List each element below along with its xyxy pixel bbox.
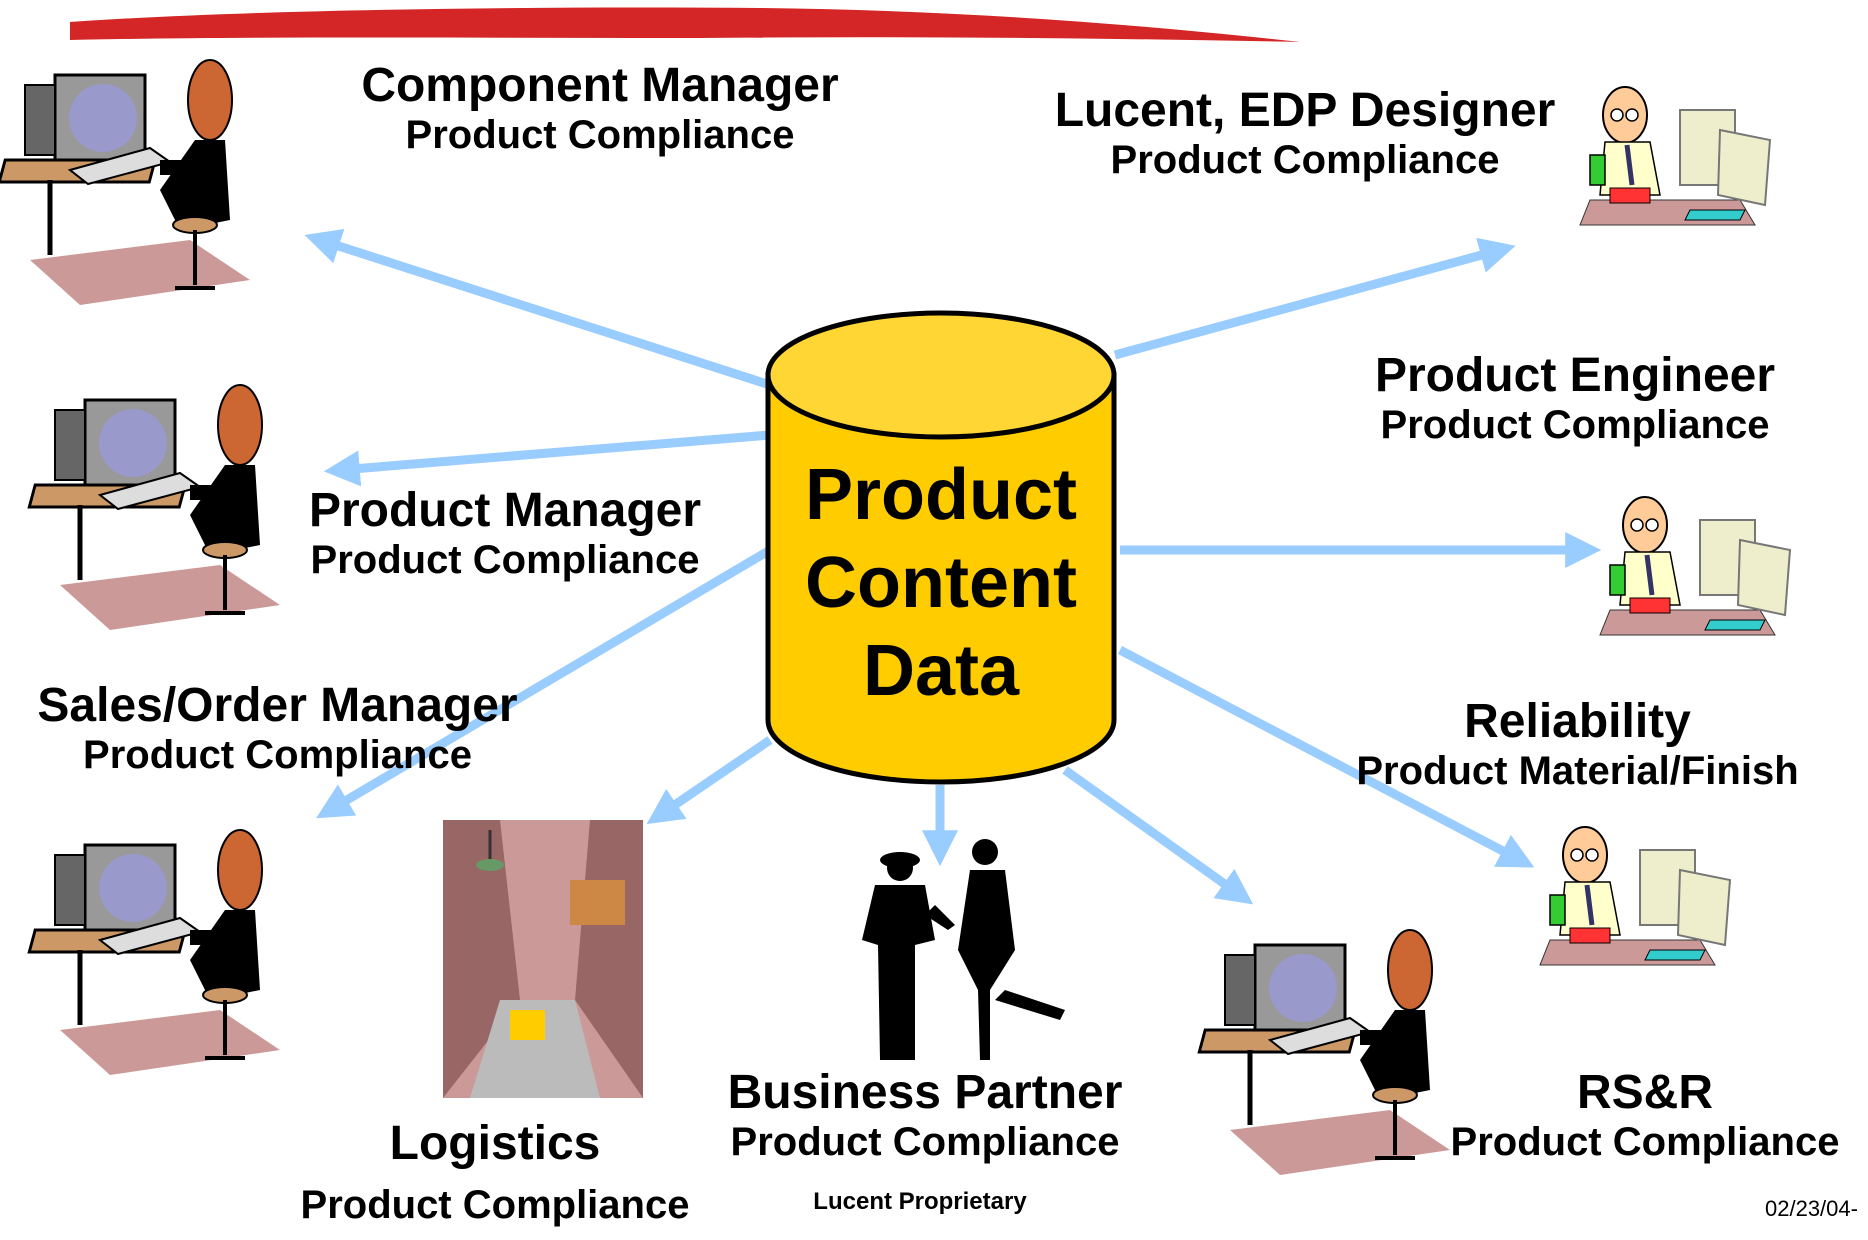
role-subtitle: Product Compliance <box>1110 137 1500 182</box>
role-component-manager: Component Manager Product Compliance <box>330 59 870 157</box>
handshake-icon <box>862 839 1065 1060</box>
center-line-3: Data <box>862 630 1020 711</box>
role-reliability: Reliability Product Material/Finish <box>1330 695 1825 793</box>
arrow-to-component-manager <box>304 228 772 390</box>
role-logistics: Logistics Product Compliance <box>285 1117 705 1227</box>
center-label: Product Content Data <box>770 452 1112 715</box>
worker-at-computer-icon <box>29 385 280 630</box>
worker-at-computer-icon <box>0 60 250 305</box>
role-title: Logistics <box>389 1117 601 1170</box>
role-title: Product Manager <box>308 484 702 537</box>
role-subtitle: Product Compliance <box>1380 402 1770 447</box>
arrow-to-rsr <box>1062 766 1254 905</box>
arrow-to-product-manager <box>323 430 771 487</box>
role-subtitle: Product Compliance <box>83 732 472 777</box>
worker-at-computer-icon <box>29 830 280 1075</box>
role-business-partner: Business Partner Product Compliance <box>690 1066 1160 1164</box>
role-subtitle: Product Compliance <box>730 1119 1120 1164</box>
warehouse-icon <box>443 820 643 1098</box>
worker-at-computer-icon <box>1199 930 1450 1175</box>
role-title: Product Engineer <box>1374 349 1776 402</box>
role-title: Business Partner <box>727 1066 1123 1119</box>
role-subtitle: Product Compliance <box>310 537 700 582</box>
role-title: Sales/Order Manager <box>37 679 518 732</box>
center-line-1: Product <box>804 455 1077 535</box>
designer-at-computer-icon <box>1540 827 1730 965</box>
header-brush-stroke <box>70 7 1300 43</box>
role-subtitle: Product Compliance <box>405 112 795 157</box>
designer-at-computer-icon <box>1600 497 1790 635</box>
role-edp-designer: Lucent, EDP Designer Product Compliance <box>1020 84 1590 182</box>
role-subtitle: Product Compliance <box>300 1182 690 1227</box>
content-data-cylinder <box>765 310 1117 785</box>
arrow-to-sales-order-manager <box>316 546 773 819</box>
role-subtitle: Product Material/Finish <box>1356 748 1799 793</box>
role-product-engineer: Product Engineer Product Compliance <box>1340 349 1810 447</box>
role-title: Lucent, EDP Designer <box>1054 84 1556 137</box>
role-subtitle: Product Compliance <box>1450 1119 1840 1164</box>
role-rsr: RS&R Product Compliance <box>1430 1066 1860 1164</box>
role-title: Reliability <box>1464 695 1691 748</box>
arrow-to-logistics <box>646 736 773 825</box>
role-title: RS&R <box>1576 1066 1713 1119</box>
arrow-to-edp-designer <box>1113 237 1516 360</box>
role-title: Component Manager <box>361 59 839 112</box>
designer-at-computer-icon <box>1580 87 1770 225</box>
arrow-to-reliability <box>1117 646 1535 868</box>
role-sales-order-manager: Sales/Order Manager Product Compliance <box>0 679 555 777</box>
center-line-2: Content <box>805 542 1077 623</box>
proprietary-notice: Lucent Proprietary <box>813 1188 1027 1215</box>
footer-date: 02/23/04- <box>1765 1196 1858 1221</box>
role-product-manager: Product Manager Product Compliance <box>280 484 730 582</box>
arrows <box>304 228 1602 905</box>
